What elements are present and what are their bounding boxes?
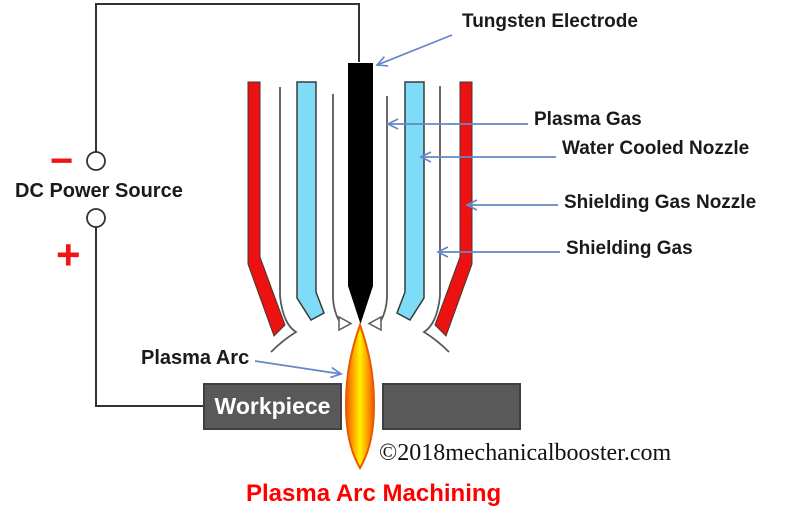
workpiece-left bbox=[203, 383, 342, 430]
plasma-gas-label: Plasma Gas bbox=[534, 109, 642, 130]
annotation-arrows bbox=[254, 34, 560, 379]
water-cooled-nozzle-left bbox=[296, 81, 325, 321]
dc-power-source-label: DC Power Source bbox=[15, 180, 183, 202]
positive-terminal-symbol: + bbox=[56, 231, 81, 278]
tungsten-electrode-shape bbox=[348, 63, 373, 324]
workpiece-right bbox=[382, 383, 521, 430]
negative-terminal bbox=[86, 151, 106, 171]
water-cooled-nozzle-right bbox=[396, 81, 425, 321]
positive-terminal bbox=[86, 208, 106, 228]
wire-positive-to-workpiece bbox=[95, 227, 204, 407]
plasma-arc-flame bbox=[344, 321, 376, 470]
shielding-gas-nozzle-right bbox=[434, 81, 473, 337]
tungsten-electrode-arrow bbox=[375, 34, 453, 67]
copyright-text: ©2018mechanicalbooster.com bbox=[379, 440, 672, 466]
shielding-gas-channel-right bbox=[422, 86, 450, 353]
plasma-gas-channel-left bbox=[332, 94, 345, 329]
diagram-title: Plasma Arc Machining bbox=[246, 480, 502, 507]
plasma-arc-label: Plasma Arc bbox=[141, 347, 250, 369]
plasma-gas-channel-right bbox=[375, 96, 388, 329]
negative-terminal-symbol: − bbox=[50, 139, 74, 183]
shielding-gas-channel-left bbox=[270, 87, 298, 353]
tip-marker-right bbox=[367, 315, 382, 332]
plasma-arc-arrow bbox=[254, 360, 343, 379]
tungsten-electrode-label: Tungsten Electrode bbox=[462, 11, 638, 32]
workpiece-label: Workpiece bbox=[214, 393, 331, 419]
shielding-gas-nozzle-left bbox=[247, 81, 286, 337]
shielding-gas-label: Shielding Gas bbox=[566, 238, 693, 259]
water-cooled-nozzle-label: Water Cooled Nozzle bbox=[562, 138, 750, 159]
wire-electrode-to-negative bbox=[95, 3, 360, 152]
shielding-gas-nozzle-label: Shielding Gas Nozzle bbox=[564, 192, 757, 213]
tip-marker-left bbox=[338, 315, 353, 332]
circuit-wires bbox=[95, 3, 360, 407]
